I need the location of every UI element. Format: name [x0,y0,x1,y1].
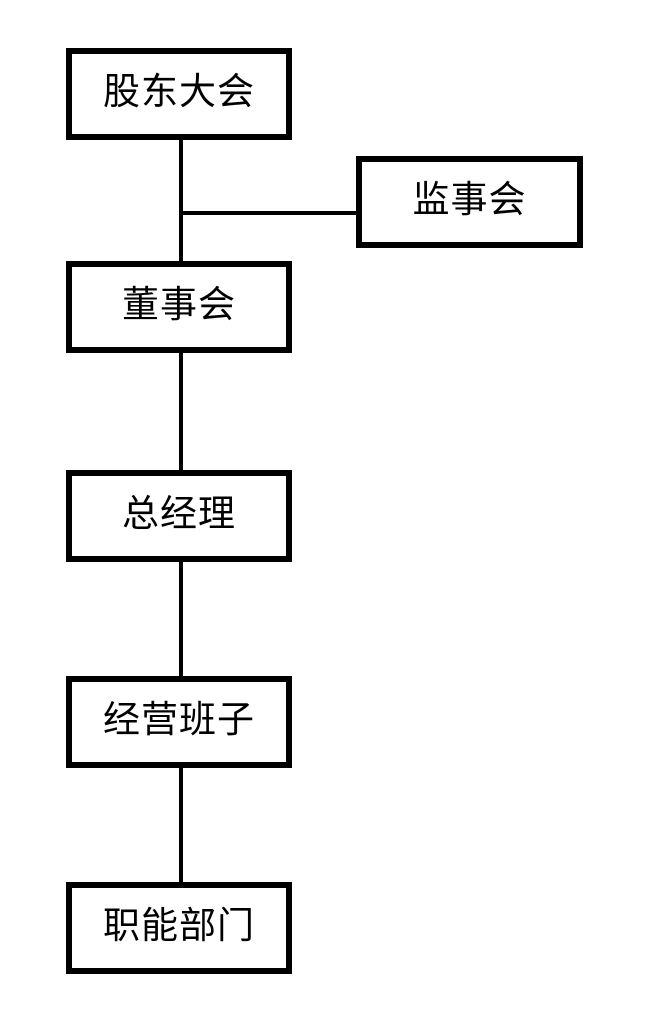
connector-shareholders-to-directors [179,139,183,263]
connector-management-team-to-departments [179,768,183,884]
node-functional-departments[interactable]: 职能部门 [66,882,292,974]
node-label-functional-departments: 职能部门 [103,904,255,946]
node-label-board-of-directors: 董事会 [122,283,236,325]
node-management-team[interactable]: 经营班子 [66,676,292,768]
node-shareholders-meeting[interactable]: 股东大会 [66,48,292,140]
connector-manager-to-management-team [179,561,183,678]
node-label-management-team: 经营班子 [103,698,255,740]
connector-directors-to-manager [179,352,183,472]
node-label-general-manager: 总经理 [122,492,236,534]
node-board-of-directors[interactable]: 董事会 [66,261,292,353]
node-board-of-supervisors[interactable]: 监事会 [356,156,583,248]
connector-spine-to-supervisors [179,211,358,215]
node-label-shareholders-meeting: 股东大会 [103,70,255,112]
node-general-manager[interactable]: 总经理 [66,470,292,562]
node-label-board-of-supervisors: 监事会 [412,178,527,220]
